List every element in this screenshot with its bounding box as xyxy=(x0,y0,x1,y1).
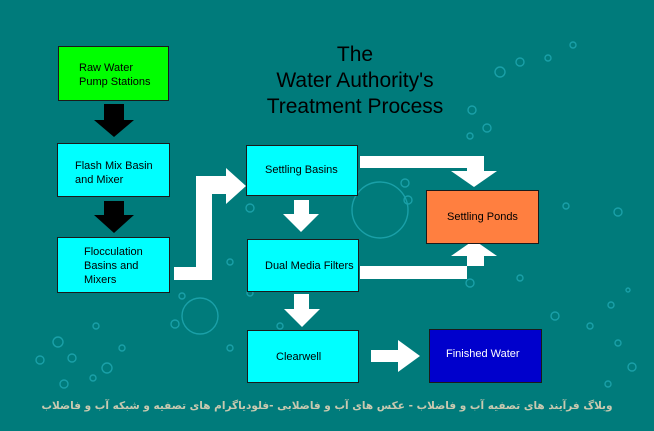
node-label: Clearwell xyxy=(276,351,322,363)
node-settling-basins: Settling Basins xyxy=(246,145,358,196)
title-line-2: Water Authority's xyxy=(276,69,434,92)
node-flash-mix-basin: Flash Mix Basin and Mixer xyxy=(57,143,170,197)
node-label: Flocculation Basins and Mixers xyxy=(84,246,143,286)
diagram-title: The Water Authority's Treatment Process xyxy=(230,42,480,120)
footer-caption: وبلاگ فرآیند های تصفیه آب و فاضلاب - عکس… xyxy=(41,400,613,412)
arrow-filters-to-ponds xyxy=(360,240,497,279)
arrow-flocculation-to-settling xyxy=(174,168,246,280)
node-raw-water-pump-stations: Raw Water Pump Stations xyxy=(58,46,169,101)
node-settling-ponds: Settling Ponds xyxy=(426,190,539,244)
arrow-filters-to-clearwell xyxy=(284,294,320,327)
title-line-3: Treatment Process xyxy=(266,95,444,118)
title-line-1: The xyxy=(336,43,374,66)
node-label: Settling Ponds xyxy=(447,211,518,223)
node-label: Dual Media Filters xyxy=(265,260,354,272)
node-label: Finished Water xyxy=(446,348,520,360)
node-dual-media-filters: Dual Media Filters xyxy=(247,239,359,292)
node-clearwell: Clearwell xyxy=(247,330,359,383)
arrow-raw-to-flash xyxy=(94,104,134,137)
arrow-settling-to-ponds xyxy=(360,156,497,187)
node-label: Flash Mix Basin and Mixer xyxy=(75,160,153,186)
arrow-flash-to-flocculation xyxy=(94,201,134,233)
node-finished-water: Finished Water xyxy=(429,329,542,383)
arrow-clearwell-to-finished xyxy=(371,340,420,372)
node-label: Settling Basins xyxy=(265,164,338,176)
decorative-bubbles xyxy=(35,41,637,389)
arrow-settling-to-filters xyxy=(283,200,319,232)
node-label: Raw Water Pump Stations xyxy=(79,62,151,88)
node-flocculation-basins: Flocculation Basins and Mixers xyxy=(57,237,170,293)
